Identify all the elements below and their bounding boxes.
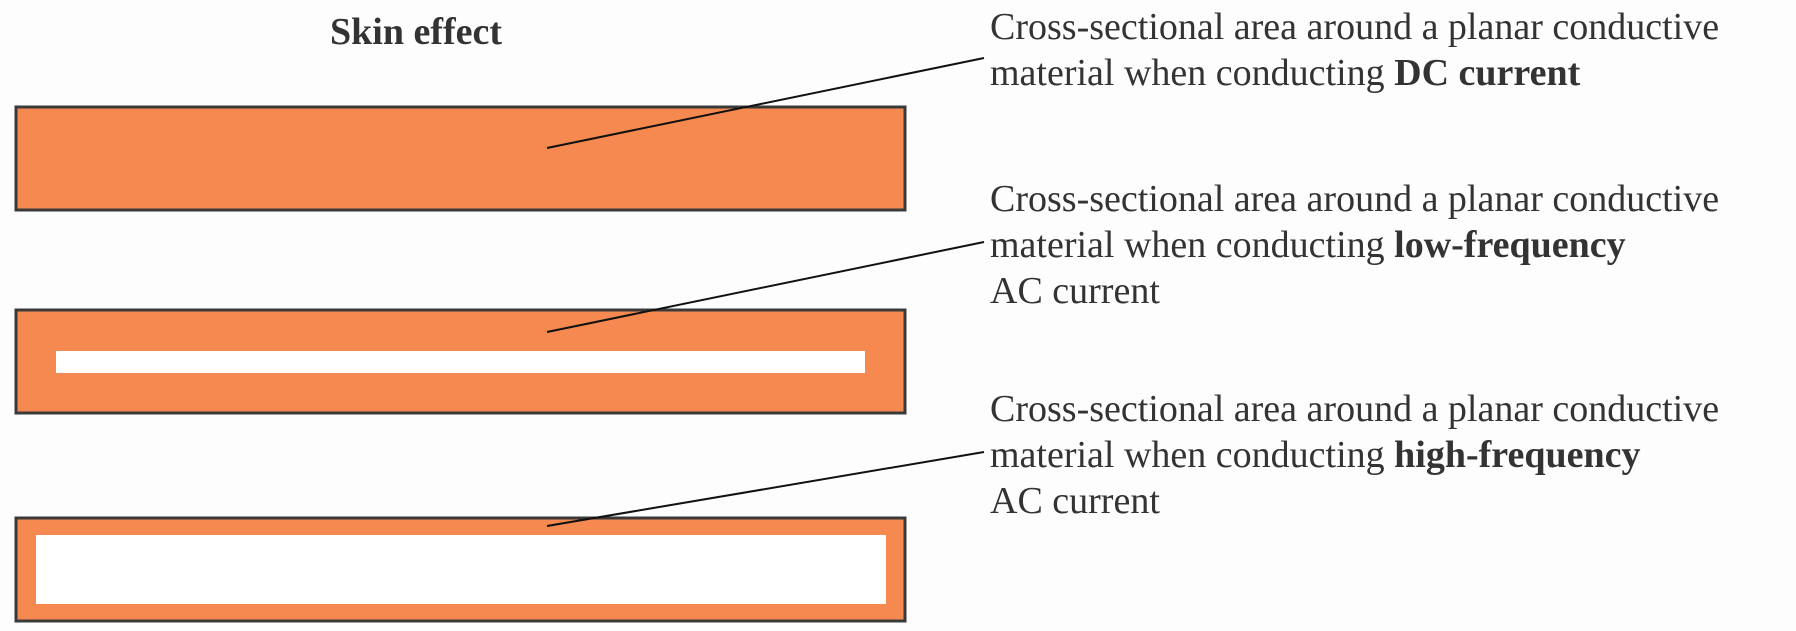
caption-low-frequency-line2: material when conducting low-frequency	[990, 222, 1790, 268]
core-zone-low-frequency	[56, 351, 865, 373]
leader-line-low-frequency	[546, 241, 985, 333]
diagram-title: Skin effect	[330, 11, 503, 53]
caption-high-frequency: Cross-sectional area around a planar con…	[990, 386, 1790, 524]
caption-low-frequency: Cross-sectional area around a planar con…	[990, 176, 1790, 314]
conductor-dc	[14, 105, 907, 212]
core-zone-high-frequency	[36, 535, 886, 604]
caption-dc-emphasis: DC current	[1394, 52, 1581, 94]
caption-dc-line2-prefix: material when conducting	[990, 52, 1395, 94]
caption-dc-line1: Cross-sectional area around a planar con…	[990, 6, 1720, 48]
caption-dc: Cross-sectional area around a planar con…	[990, 4, 1790, 96]
caption-low-frequency-line3: AC current	[990, 270, 1160, 312]
caption-dc-line2: material when conducting DC current	[990, 50, 1790, 96]
leader-line-high-frequency	[546, 451, 985, 527]
caption-high-frequency-line2-prefix: material when conducting	[990, 434, 1395, 476]
caption-low-frequency-emphasis: low-frequency	[1394, 224, 1626, 266]
caption-low-frequency-line2-prefix: material when conducting	[990, 224, 1395, 266]
caption-high-frequency-line3: AC current	[990, 480, 1160, 522]
caption-low-frequency-line1: Cross-sectional area around a planar con…	[990, 178, 1720, 220]
caption-high-frequency-emphasis: high-frequency	[1394, 434, 1641, 476]
caption-high-frequency-line2: material when conducting high-frequency	[990, 432, 1790, 478]
leader-line-dc	[546, 57, 985, 149]
caption-high-frequency-line1: Cross-sectional area around a planar con…	[990, 388, 1720, 430]
